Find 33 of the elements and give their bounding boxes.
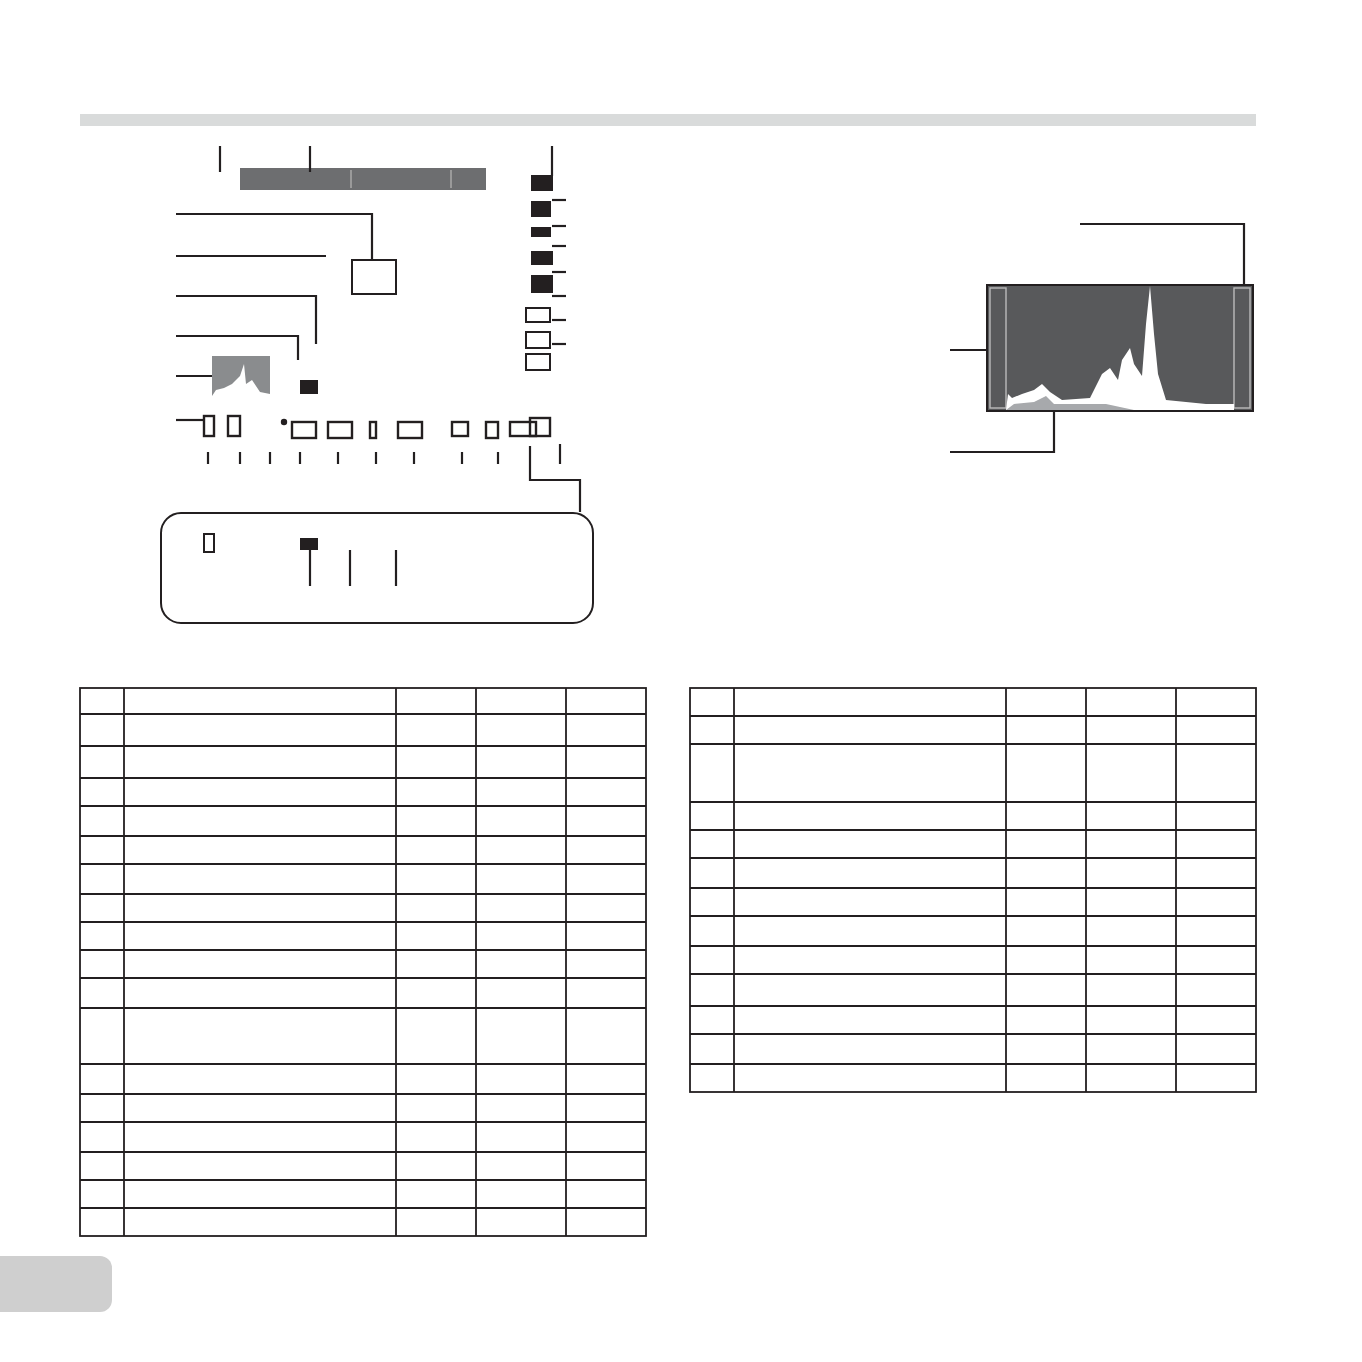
leader-line (394, 550, 398, 586)
leader-line (176, 374, 212, 378)
leader-line (206, 452, 210, 464)
leader-line (218, 146, 222, 172)
leader-line (176, 334, 300, 360)
leader-line (308, 550, 312, 586)
leader-line (412, 452, 416, 464)
leader-line (298, 452, 302, 464)
leader-line (552, 342, 566, 346)
leader-line (374, 452, 378, 464)
leader-line (308, 146, 312, 172)
leader-line (558, 444, 562, 464)
leader-line (176, 212, 374, 260)
leader-line (176, 254, 326, 258)
leader-line (238, 452, 242, 464)
leader-line (528, 446, 582, 512)
leader-line (552, 244, 566, 248)
leader-line (496, 452, 500, 464)
leader-line (950, 348, 986, 352)
leader-line (552, 270, 566, 274)
leader-line (1080, 222, 1246, 284)
leader-line (552, 318, 566, 322)
leader-line (268, 452, 272, 464)
leader-line (460, 452, 464, 464)
leader-line (552, 198, 566, 202)
leader-line (550, 146, 554, 176)
leader-line (552, 294, 566, 298)
leader-line (176, 418, 204, 422)
leader-line (950, 412, 1056, 454)
leader-line (176, 294, 318, 344)
leader-line (336, 452, 340, 464)
leader-line (348, 550, 352, 586)
leader-line (552, 224, 566, 228)
